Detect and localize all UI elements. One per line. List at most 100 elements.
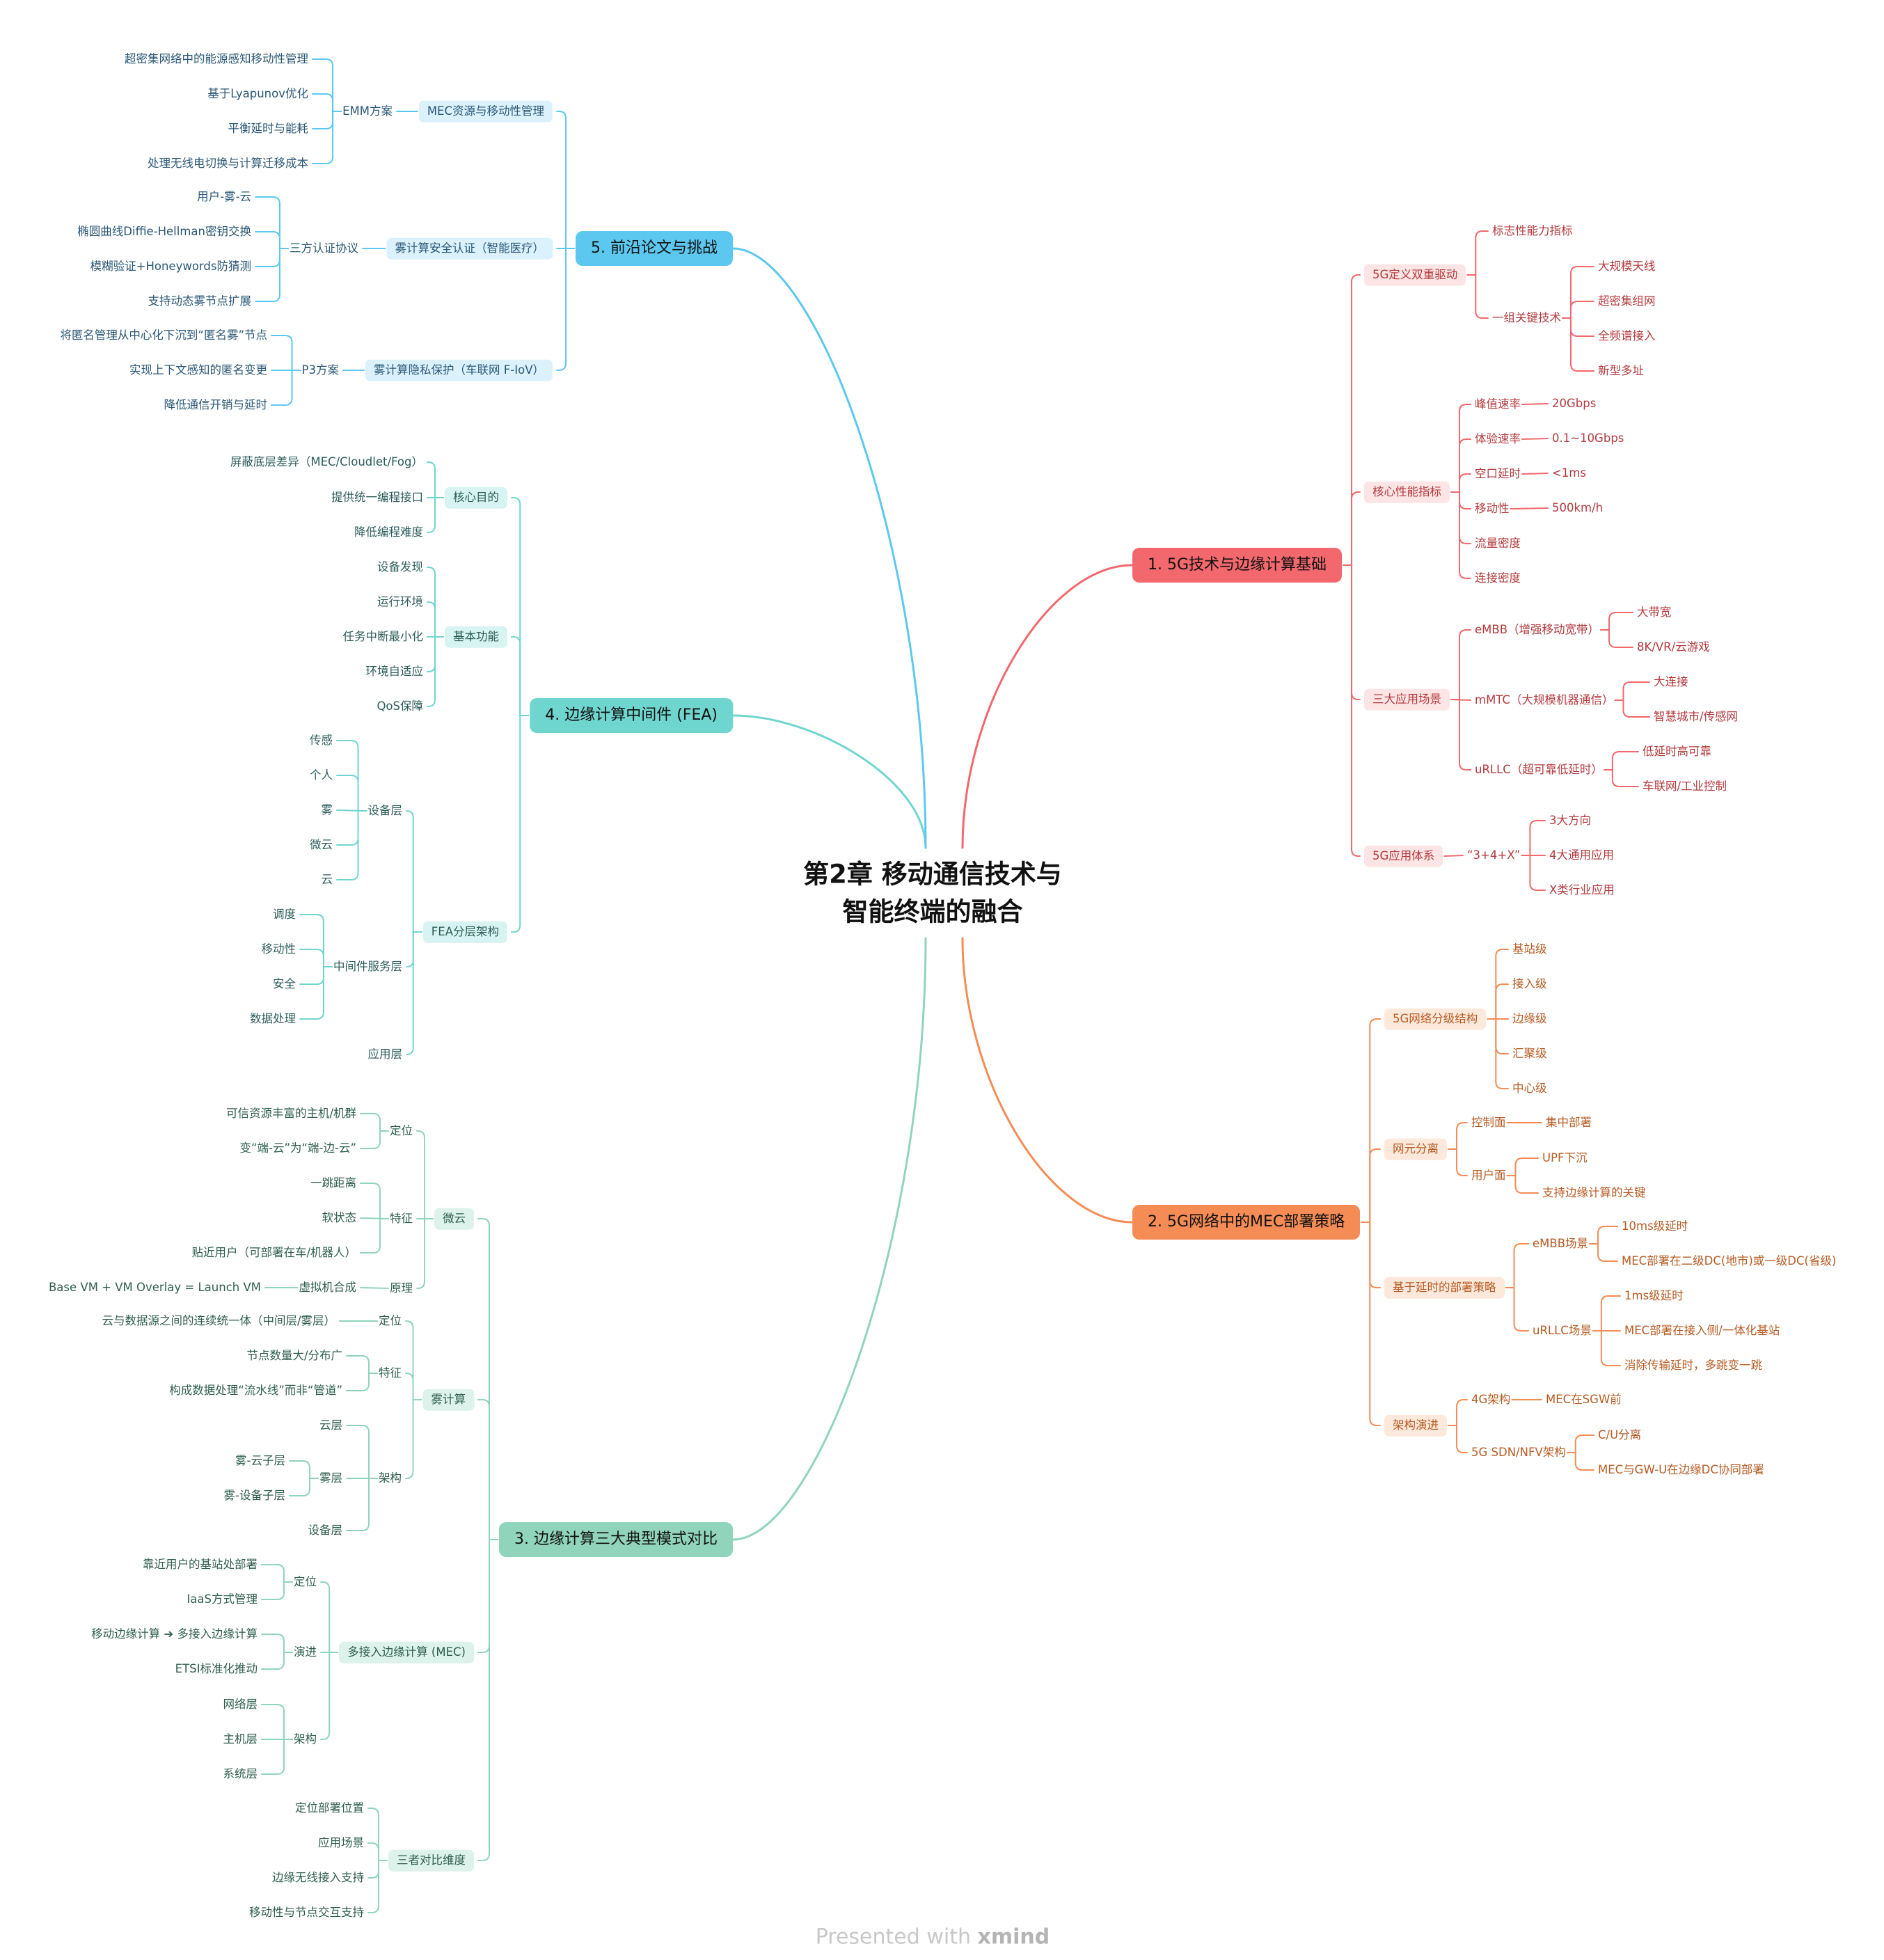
topic-leaf[interactable]: 雾-设备子层 [223,1488,285,1502]
topic-leaf[interactable]: MEC部署在接入侧/一体化基站 [1624,1323,1780,1337]
topic-leaf[interactable]: 移动边缘计算 ➔ 多接入边缘计算 [91,1627,258,1641]
topic-leaf[interactable]: 峰值速率 [1475,397,1521,411]
topic-leaf[interactable]: eMBB场景 [1533,1236,1589,1250]
topic-leaf[interactable]: 应用场景 [318,1835,364,1849]
subtopic[interactable]: 架构演进 [1384,1414,1447,1437]
topic-leaf[interactable]: 0.1~10Gbps [1552,431,1624,445]
topic-leaf[interactable]: 安全 [273,977,296,990]
topic-leaf[interactable]: 中间件服务层 [333,959,402,973]
topic-leaf[interactable]: 主机层 [223,1732,258,1746]
topic-leaf[interactable]: 设备发现 [377,560,423,574]
topic-leaf[interactable]: 接入级 [1512,977,1547,990]
topic-leaf[interactable]: 智慧城市/传感网 [1654,709,1739,723]
subtopic[interactable]: MEC资源与移动性管理 [418,100,553,122]
topic-leaf[interactable]: 设备层 [308,1523,343,1537]
topic-leaf[interactable]: 云与数据源之间的连续统一体（中间层/雾层） [102,1313,335,1327]
topic-leaf[interactable]: 定位 [294,1574,317,1588]
main-topic-3[interactable]: 3. 边缘计算三大典型模式对比 [499,1522,733,1557]
topic-leaf[interactable]: <1ms [1552,466,1586,480]
topic-leaf[interactable]: MEC在SGW前 [1546,1392,1622,1406]
topic-leaf[interactable]: 5G SDN/NFV架构 [1471,1445,1566,1459]
topic-leaf[interactable]: 屏蔽底层差异（MEC/Cloudlet/Fog） [230,455,423,468]
topic-leaf[interactable]: 设备层 [367,803,403,817]
topic-leaf[interactable]: 500km/h [1552,500,1604,514]
main-topic-5[interactable]: 5. 前沿论文与挑战 [576,231,733,266]
topic-leaf[interactable]: 节点数量大/分布广 [246,1348,342,1362]
subtopic[interactable]: 5G应用体系 [1364,845,1443,867]
topic-leaf[interactable]: eMBB（增强移动宽带） [1475,622,1600,636]
topic-leaf[interactable]: 运行环境 [377,594,423,608]
topic-leaf[interactable]: 控制面 [1471,1115,1506,1129]
topic-leaf[interactable]: 变“端-云”为“端-边-云” [239,1141,356,1155]
topic-leaf[interactable]: 4G架构 [1471,1392,1511,1406]
topic-leaf[interactable]: 中心级 [1512,1081,1547,1095]
topic-leaf[interactable]: 一组关键技术 [1492,310,1561,324]
topic-leaf[interactable]: 应用层 [367,1047,403,1061]
topic-leaf[interactable]: 贴近用户（可部署在车/机器人） [191,1245,356,1259]
topic-leaf[interactable]: 超密集组网 [1598,294,1656,308]
subtopic[interactable]: 核心性能指标 [1364,481,1450,503]
topic-leaf[interactable]: 定位部署位置 [295,1801,364,1815]
subtopic[interactable]: 三大应用场景 [1364,688,1450,711]
topic-leaf[interactable]: 架构 [379,1471,402,1485]
topic-leaf[interactable]: 基于Lyapunov优化 [207,86,308,100]
topic-leaf[interactable]: 消除传输延时，多跳变一跳 [1624,1358,1762,1372]
topic-leaf[interactable]: 靠近用户的基站处部署 [143,1557,258,1571]
subtopic[interactable]: 微云 [434,1208,474,1230]
subtopic[interactable]: 核心目的 [445,487,507,509]
topic-leaf[interactable]: 用户面 [1471,1168,1506,1182]
topic-leaf[interactable]: 平衡延时与能耗 [228,121,309,135]
subtopic[interactable]: 多接入边缘计算 (MEC) [339,1641,474,1663]
topic-leaf[interactable]: 超密集网络中的能源感知移动性管理 [125,52,308,65]
topic-leaf[interactable]: mMTC（大规模机器通信） [1475,693,1614,706]
subtopic[interactable]: 三者对比维度 [388,1849,474,1872]
topic-leaf[interactable]: 实现上下文感知的匿名变更 [129,363,267,377]
topic-leaf[interactable]: 空口延时 [1475,466,1521,480]
topic-leaf[interactable]: 演进 [294,1645,317,1659]
topic-leaf[interactable]: 20Gbps [1552,396,1597,410]
topic-leaf[interactable]: MEC与GW-U在边缘DC协同部署 [1598,1462,1764,1476]
topic-leaf[interactable]: “3+4+X” [1467,848,1521,862]
topic-leaf[interactable]: 新型多址 [1598,363,1644,377]
topic-leaf[interactable]: 处理无线电切换与计算迁移成本 [148,156,308,170]
topic-leaf[interactable]: 三方认证协议 [290,241,358,255]
topic-leaf[interactable]: 1ms级延时 [1624,1288,1684,1302]
topic-leaf[interactable]: QoS保障 [377,699,423,713]
topic-leaf[interactable]: 椭圆曲线Diffie-Hellman密钥交换 [77,224,251,238]
topic-leaf[interactable]: UPF下沉 [1542,1151,1588,1164]
subtopic[interactable]: 基于延时的部署策略 [1384,1277,1505,1299]
main-topic-2[interactable]: 2. 5G网络中的MEC部署策略 [1132,1205,1361,1240]
topic-leaf[interactable]: 模糊验证+Honeywords防猜测 [90,259,251,273]
topic-leaf[interactable]: 架构 [294,1732,317,1746]
topic-leaf[interactable]: 虚拟机合成 [299,1280,357,1294]
topic-leaf[interactable]: 移动性 [1475,501,1510,515]
topic-leaf[interactable]: 10ms级延时 [1622,1219,1688,1233]
topic-leaf[interactable]: P3方案 [301,363,339,377]
topic-leaf[interactable]: Base VM + VM Overlay = Launch VM [48,1280,261,1294]
topic-leaf[interactable]: 汇聚级 [1512,1046,1547,1060]
subtopic[interactable]: 网元分离 [1384,1138,1447,1160]
topic-leaf[interactable]: 降低编程难度 [354,525,423,539]
topic-leaf[interactable]: 低延时高可靠 [1642,744,1711,758]
topic-leaf[interactable]: 支持边缘计算的关键 [1542,1185,1646,1199]
topic-leaf[interactable]: 移动性与节点交互支持 [249,1905,364,1919]
topic-leaf[interactable]: 大连接 [1654,674,1688,688]
topic-leaf[interactable]: MEC部署在二级DC(地市)或一级DC(省级) [1622,1254,1837,1267]
main-topic-1[interactable]: 1. 5G技术与边缘计算基础 [1132,548,1343,583]
topic-leaf[interactable]: 4大通用应用 [1549,848,1614,862]
topic-leaf[interactable]: 云层 [319,1418,342,1432]
topic-leaf[interactable]: EMM方案 [342,104,393,118]
topic-leaf[interactable]: 数据处理 [250,1011,296,1025]
topic-leaf[interactable]: 提供统一编程接口 [331,490,423,504]
topic-leaf[interactable]: X类行业应用 [1549,883,1615,896]
topic-leaf[interactable]: 连接密度 [1475,571,1521,585]
subtopic[interactable]: 5G网络分级结构 [1384,1008,1487,1030]
topic-leaf[interactable]: IaaS方式管理 [187,1592,258,1606]
topic-leaf[interactable]: 全频谱接入 [1598,329,1656,342]
subtopic[interactable]: 雾计算安全认证（智能医疗） [386,237,553,260]
topic-leaf[interactable]: 原理 [390,1281,413,1295]
topic-leaf[interactable]: C/U分离 [1598,1428,1642,1441]
topic-leaf[interactable]: 标志性能力指标 [1492,223,1573,237]
main-topic-4[interactable]: 4. 边缘计算中间件 (FEA) [530,698,733,733]
topic-leaf[interactable]: 移动性 [261,942,296,956]
